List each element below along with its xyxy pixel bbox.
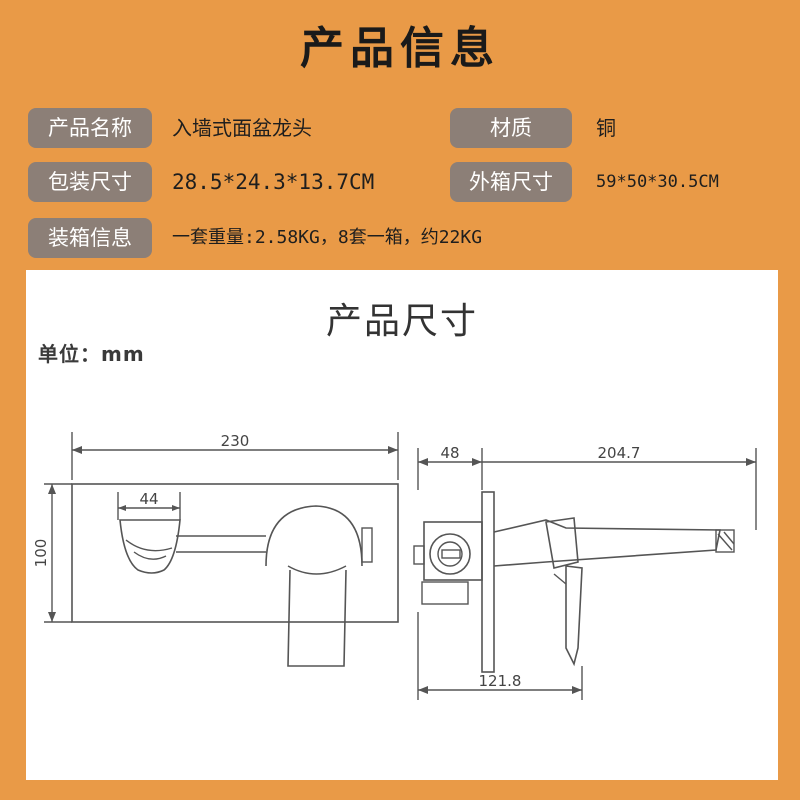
arrow — [388, 446, 398, 454]
handle-cap — [265, 505, 363, 567]
carton-size-value: 59*50*30.5CM — [596, 172, 719, 192]
arrow — [72, 446, 82, 454]
dim-label-reach: 204.7 — [598, 444, 641, 462]
arrow — [48, 484, 56, 494]
dim-label-bottom: 121.8 — [479, 672, 522, 690]
arrow — [418, 458, 428, 466]
valve-port — [429, 533, 471, 575]
dimensions-panel: 产品尺寸 单位：mm — [26, 270, 778, 780]
arrow — [472, 458, 482, 466]
valve-body — [423, 521, 483, 581]
aerator-hatch — [723, 531, 735, 545]
unit-label: 单位：mm — [38, 342, 145, 366]
spout-tip — [715, 529, 735, 553]
dim-label-width: 230 — [221, 432, 250, 450]
aerator-hatch — [717, 533, 733, 551]
spout-detail — [133, 551, 167, 560]
arrow — [746, 458, 756, 466]
material-value: 铜 — [596, 116, 616, 140]
wall-plate-side — [481, 491, 495, 673]
valve-inlet-left — [413, 545, 425, 565]
arrow — [418, 686, 428, 694]
spout-front — [119, 519, 181, 574]
valve-port-inner — [437, 541, 463, 567]
spout-side — [493, 519, 721, 567]
dim-label-height: 100 — [32, 539, 50, 568]
packing-info-label: 装箱信息 — [28, 218, 152, 258]
product-name-value: 入墙式面盆龙头 — [172, 116, 312, 140]
package-size-label: 包装尺寸 — [28, 162, 152, 202]
page-title: 产品信息 — [300, 23, 500, 74]
dimensions-title: 产品尺寸 — [325, 301, 478, 342]
handle-lever — [287, 569, 347, 667]
valve-outlet-bottom — [421, 581, 469, 605]
handle-lever-side — [565, 565, 583, 667]
carton-size-label: 外箱尺寸 — [450, 162, 572, 202]
handle-joint — [287, 565, 347, 575]
material-label: 材质 — [450, 108, 572, 148]
handle-side — [545, 517, 579, 569]
handle-side-tab — [361, 527, 373, 563]
arrow — [572, 686, 582, 694]
spout-detail — [125, 539, 173, 552]
packing-info-value: 一套重量:2.58KG，8套一箱，约22KG — [172, 227, 483, 248]
dim-label-depth: 48 — [440, 444, 459, 462]
product-name-label: 产品名称 — [28, 108, 152, 148]
package-size-value: 28.5*24.3*13.7CM — [172, 170, 375, 194]
arrow — [48, 612, 56, 622]
valve-slot — [441, 549, 461, 559]
wall-plate — [71, 483, 399, 623]
arrow — [172, 505, 180, 511]
dim-label-spout: 44 — [139, 490, 158, 508]
arrow — [118, 505, 126, 511]
handle-detail — [553, 573, 567, 585]
dimension-drawing: 230 100 44 48 204.7 121.8 — [32, 432, 757, 700]
